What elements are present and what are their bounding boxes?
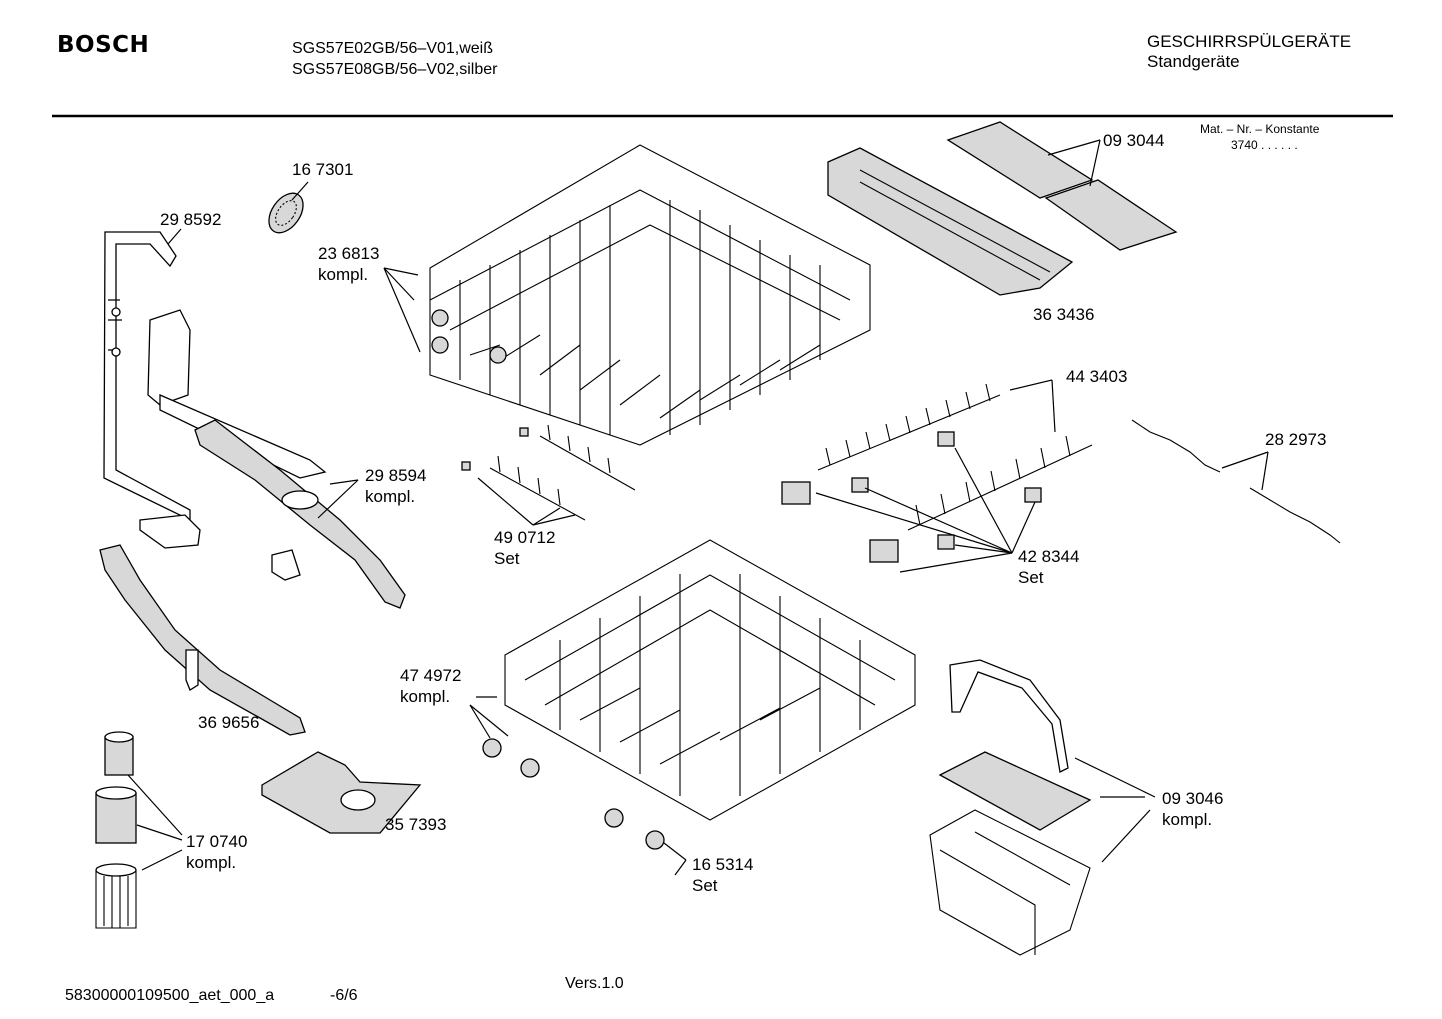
model-line-2: SGS57E08GB/56–V02,silber bbox=[292, 61, 498, 78]
label-part-443403: 44 3403 bbox=[1066, 367, 1128, 386]
label-part-474972-suffix: kompl. bbox=[400, 687, 451, 706]
label-part-167301: 16 7301 bbox=[292, 160, 354, 179]
footer-doc-id: 58300000109500_aet_000_a bbox=[65, 987, 275, 1004]
part-167301-drawing bbox=[268, 192, 304, 234]
label-part-369656: 36 9656 bbox=[198, 713, 260, 732]
part-363436-tray-drawing bbox=[827, 147, 1074, 296]
label-part-474972: 47 4972 bbox=[400, 666, 462, 685]
label-part-490712-suffix: Set bbox=[494, 549, 520, 568]
label-part-093046-suffix: kompl. bbox=[1162, 810, 1213, 829]
part-093044-racks-drawing bbox=[946, 121, 1178, 251]
part-357393-drawing bbox=[261, 751, 422, 834]
label-part-298592: 29 8592 bbox=[160, 210, 222, 229]
label-part-428344-suffix: Set bbox=[1018, 568, 1044, 587]
label-part-282973: 28 2973 bbox=[1265, 430, 1327, 449]
label-part-165314-suffix: Set bbox=[692, 876, 718, 895]
label-part-357393: 35 7393 bbox=[385, 815, 447, 834]
part-428344-clips-drawing bbox=[781, 431, 1042, 563]
constant-label: Mat. – Nr. – Konstante bbox=[1200, 122, 1320, 136]
part-165314-wheels-drawing bbox=[482, 738, 665, 850]
part-093046-basket-drawing bbox=[929, 659, 1092, 956]
label-part-490712: 49 0712 bbox=[494, 528, 556, 547]
label-part-236813-suffix: kompl. bbox=[318, 265, 369, 284]
part-170740-drawing bbox=[95, 731, 137, 929]
label-part-363436: 36 3436 bbox=[1033, 305, 1095, 324]
part-298592-drawing bbox=[103, 231, 191, 522]
model-line-1: SGS57E02GB/56–V01,weiß bbox=[292, 40, 494, 57]
label-part-236813: 23 6813 bbox=[318, 244, 380, 263]
part-236813-basket-drawing bbox=[429, 144, 871, 446]
constant-value: 3740 . . . . . . bbox=[1231, 138, 1298, 152]
label-part-093044: 09 3044 bbox=[1103, 131, 1165, 150]
label-part-298594: 29 8594 bbox=[365, 466, 427, 485]
part-298594-drawing bbox=[194, 419, 406, 609]
label-part-298594-suffix: kompl. bbox=[365, 487, 416, 506]
label-part-093046: 09 3046 bbox=[1162, 789, 1224, 808]
footer-page-number: -6/6 bbox=[330, 987, 358, 1004]
brand-logo: BOSCH bbox=[57, 32, 150, 58]
part-474972-basket-drawing bbox=[504, 539, 916, 821]
leader-lines bbox=[127, 139, 1269, 876]
category-title: GESCHIRRSPÜLGERÄTE bbox=[1147, 32, 1352, 51]
subcategory-title: Standgeräte bbox=[1147, 52, 1240, 71]
label-part-165314: 16 5314 bbox=[692, 855, 754, 874]
part-282973-rails-drawing bbox=[1131, 419, 1341, 544]
part-443403-tines-drawing bbox=[817, 383, 1093, 531]
part-369656-drawing bbox=[99, 544, 306, 736]
label-part-170740: 17 0740 bbox=[186, 832, 248, 851]
label-part-170740-suffix: kompl. bbox=[186, 853, 237, 872]
footer-version: Vers.1.0 bbox=[565, 975, 624, 992]
part-490712-tines-drawing bbox=[461, 424, 636, 521]
upper-spray-arm-holder-drawing bbox=[139, 309, 327, 549]
label-part-428344: 42 8344 bbox=[1018, 547, 1080, 566]
